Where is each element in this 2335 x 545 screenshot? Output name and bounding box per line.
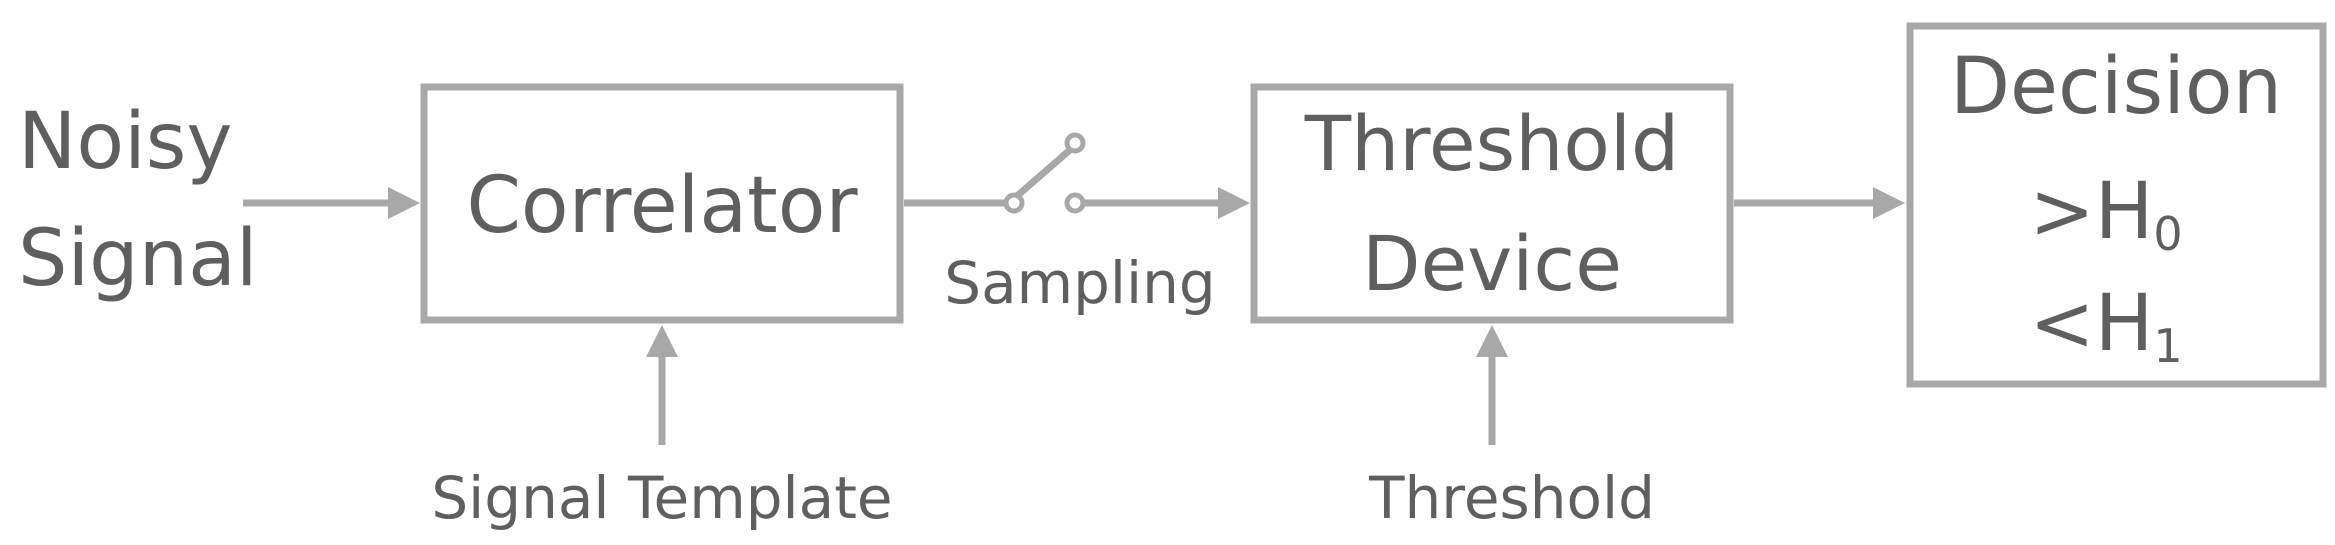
correlator-label: Correlator (466, 161, 858, 251)
decision-h1-subscript: 1 (2153, 319, 2182, 373)
threshold-device-label-line2: Device (1362, 219, 1622, 308)
input-label-noisy: Noisy (18, 97, 233, 187)
input-label-signal: Signal (18, 214, 258, 304)
decision-h1-symbol: <H (2029, 279, 2153, 369)
decision-h1: <H1 (2029, 279, 2182, 373)
correlator-block (420, 83, 904, 324)
switch-terminal-pivot (1064, 132, 1086, 154)
switch-terminal-right (1064, 192, 1086, 214)
signal-template-label: Signal Template (431, 464, 892, 532)
decision-h0: >H0 (2029, 167, 2182, 261)
threshold-arrow (1476, 325, 1508, 445)
signal-template-arrow (646, 325, 678, 445)
decision-arrow (1734, 187, 1905, 219)
decision-block (1906, 22, 2327, 388)
decision-title: Decision (1950, 42, 2282, 132)
switch-terminal-left (1003, 192, 1025, 214)
input-arrow (243, 187, 420, 219)
decision-h0-subscript: 0 (2153, 207, 2182, 261)
sampling-label: Sampling (944, 249, 1215, 317)
threshold-label: Threshold (1368, 464, 1655, 532)
threshold-device-label-line1: Threshold (1304, 99, 1680, 188)
sampling-switch (904, 132, 1250, 219)
threshold-device-block (1250, 83, 1734, 324)
decision-h0-symbol: >H (2029, 167, 2153, 257)
